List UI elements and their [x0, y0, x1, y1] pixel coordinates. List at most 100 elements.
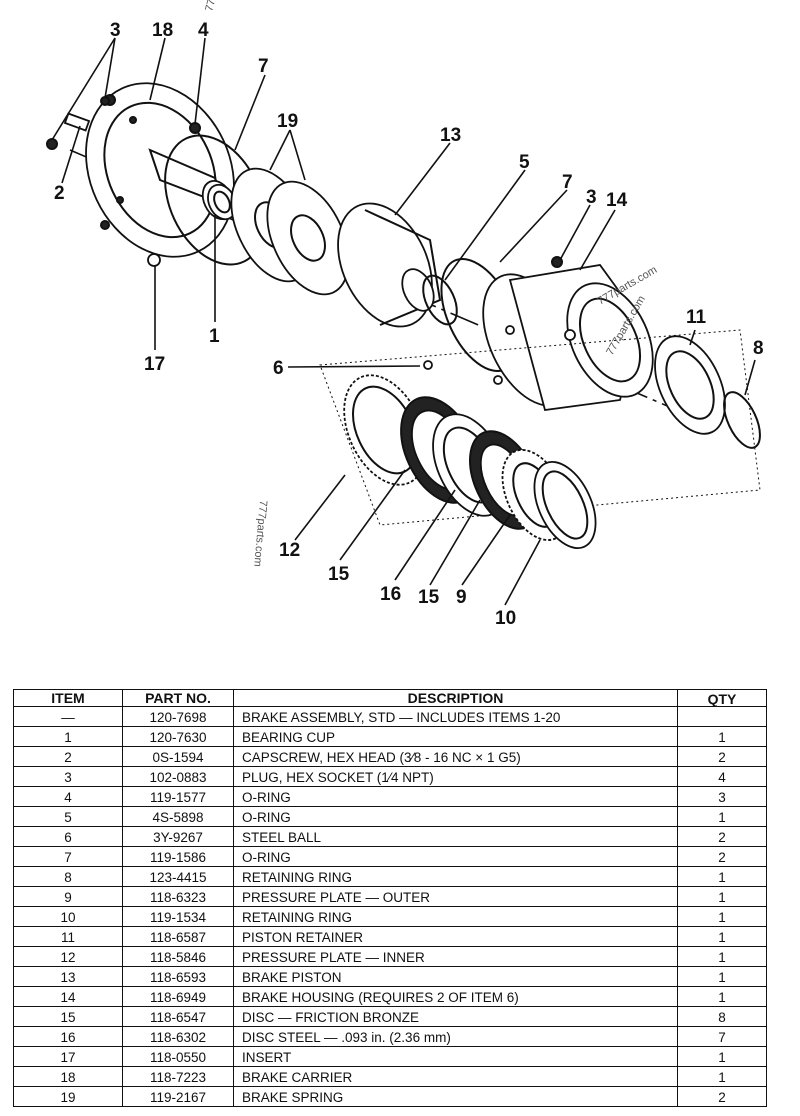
description-cell: RETAINING RING — [233, 866, 678, 887]
callout-1: 1 — [209, 326, 220, 347]
item-cell: 9 — [13, 886, 123, 907]
item-cell: 12 — [13, 946, 123, 967]
part-number-cell: 118-6302 — [122, 1026, 234, 1047]
part-number-cell: 120-7630 — [122, 726, 234, 747]
part-number-cell: 119-1586 — [122, 846, 234, 867]
callout-3: 3 — [110, 20, 121, 41]
part-number-cell: 119-2167 — [122, 1086, 234, 1107]
description-cell: O-RING — [233, 846, 678, 867]
brake-springs-part — [230, 167, 350, 296]
brake-housing-part — [482, 256, 654, 411]
item-cell: 1 — [13, 726, 123, 747]
item-cell: 13 — [13, 966, 123, 987]
description-cell: PISTON RETAINER — [233, 926, 678, 947]
callout-15: 15 — [418, 587, 440, 608]
disc-stack-parts — [343, 374, 597, 550]
callout-7: 7 — [562, 172, 573, 193]
part-number-cell: 118-5846 — [122, 946, 234, 967]
part-number-cell: 118-6323 — [122, 886, 234, 907]
description-cell: BRAKE PISTON — [233, 966, 678, 987]
item-cell: — — [13, 706, 123, 727]
description-cell: O-RING — [233, 806, 678, 827]
quantity-cell: 1 — [677, 986, 767, 1007]
watermark: 777parts.com — [251, 500, 269, 567]
description-cell: O-RING — [233, 786, 678, 807]
part-number-cell: 118-6949 — [122, 986, 234, 1007]
callout-9: 9 — [456, 587, 467, 608]
part-number-column-header: PART NO. — [122, 689, 234, 707]
quantity-cell: 1 — [677, 726, 767, 747]
fasteners-left — [46, 96, 161, 267]
callout-14: 14 — [606, 190, 628, 211]
item-cell: 18 — [13, 1066, 123, 1087]
item-cell: 8 — [13, 866, 123, 887]
disc-stack-outline — [319, 329, 761, 526]
item-cell: 19 — [13, 1086, 123, 1107]
part-number-cell: 119-1577 — [122, 786, 234, 807]
quantity-cell: 2 — [677, 1086, 767, 1107]
quantity-cell: 3 — [677, 786, 767, 807]
quantity-cell: 1 — [677, 1046, 767, 1067]
retaining-ring-8 — [723, 391, 761, 449]
quantity-cell: 1 — [677, 1066, 767, 1087]
callout-4: 4 — [198, 20, 209, 41]
callout-6: 6 — [273, 358, 284, 379]
description-cell: BRAKE CARRIER — [233, 1066, 678, 1087]
item-cell: 14 — [13, 986, 123, 1007]
leader-lines — [51, 37, 756, 606]
description-cell: BRAKE SPRING — [233, 1086, 678, 1107]
table-header-row: ITEM PART NO. DESCRIPTION QTY — [13, 689, 767, 707]
quantity-cell: 4 — [677, 766, 767, 787]
description-cell: PLUG, HEX SOCKET (1⁄4 NPT) — [233, 766, 678, 787]
item-cell: 10 — [13, 906, 123, 927]
callout-2: 2 — [54, 183, 65, 204]
item-column-header: ITEM — [13, 689, 123, 707]
quantity-cell: 1 — [677, 806, 767, 827]
quantity-cell: 1 — [677, 966, 767, 987]
part-number-cell: 120-7698 — [122, 706, 234, 727]
description-cell: PRESSURE PLATE — INNER — [233, 946, 678, 967]
quantity-cell: 1 — [677, 926, 767, 947]
callout-13: 13 — [440, 125, 461, 146]
piston-retainer-part — [654, 335, 726, 435]
quantity-cell: 8 — [677, 1006, 767, 1027]
description-column-header: DESCRIPTION — [233, 689, 678, 707]
description-cell: RETAINING RING — [233, 906, 678, 927]
part-number-cell: 118-0550 — [122, 1046, 234, 1067]
item-cell: 5 — [13, 806, 123, 827]
description-cell: BEARING CUP — [233, 726, 678, 747]
callout-12: 12 — [279, 540, 300, 561]
quantity-cell: 1 — [677, 906, 767, 927]
description-cell: STEEL BALL — [233, 826, 678, 847]
callout-10: 10 — [495, 608, 516, 629]
callout-16: 16 — [380, 584, 401, 605]
part-number-cell: 118-6593 — [122, 966, 234, 987]
callout-7: 7 — [258, 56, 269, 77]
callout-3: 3 — [586, 187, 597, 208]
quantity-cell: 1 — [677, 886, 767, 907]
description-cell: PRESSURE PLATE — OUTER — [233, 886, 678, 907]
callout-19: 19 — [277, 111, 298, 132]
part-number-cell: 4S-5898 — [122, 806, 234, 827]
exploded-brake-diagram: 3 18 4 7 19 2 1 17 13 5 7 3 14 11 8 6 12… — [46, 0, 764, 629]
item-cell: 7 — [13, 846, 123, 867]
part-number-cell: 119-1534 — [122, 906, 234, 927]
item-cell: 6 — [13, 826, 123, 847]
part-number-cell: 118-7223 — [122, 1066, 234, 1087]
part-number-cell: 102-0883 — [122, 766, 234, 787]
quantity-cell: 1 — [677, 866, 767, 887]
part-number-cell: 0S-1594 — [122, 746, 234, 767]
